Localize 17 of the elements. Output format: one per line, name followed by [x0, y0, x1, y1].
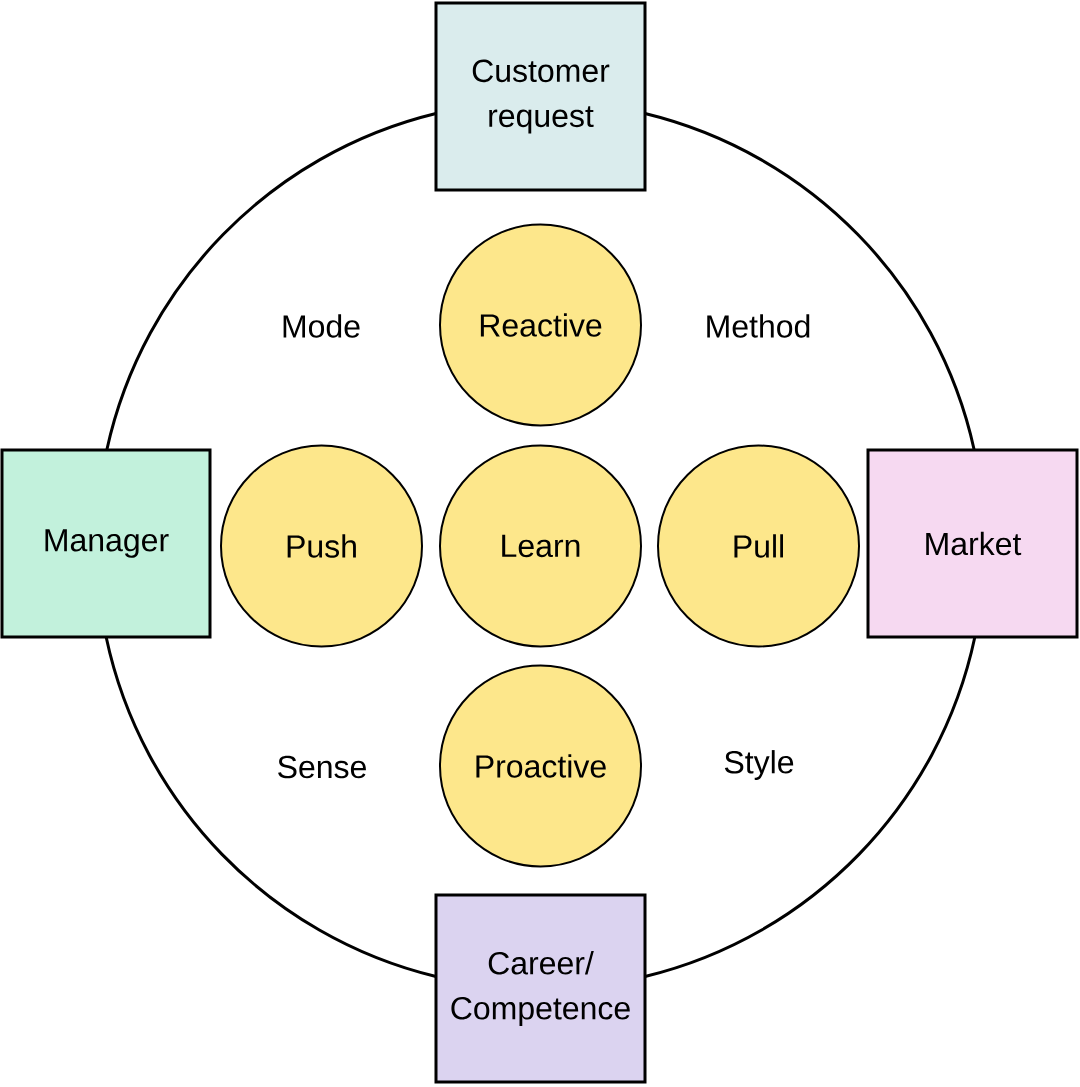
- text-box: Career/ Competence: [434, 893, 647, 1084]
- text-box: Manager: [0, 448, 212, 639]
- circle-node: Learn: [439, 444, 642, 648]
- text-box: Customer request: [434, 1, 647, 192]
- text-label: Mode: [283, 314, 360, 338]
- text-label: Sense: [278, 755, 366, 779]
- circle-node: Push: [220, 444, 423, 648]
- circle-node: Proactive: [439, 664, 642, 868]
- arc-line: [644, 636, 977, 978]
- text-label: Method: [707, 314, 810, 338]
- circle-node: Pull: [657, 444, 860, 648]
- text-label: Style: [724, 750, 794, 780]
- arc-line: [644, 112, 976, 451]
- circle-node: Reactive: [439, 223, 642, 427]
- text-box: Market: [866, 448, 1079, 639]
- arc-line: [105, 112, 437, 451]
- arc-line: [104, 636, 437, 978]
